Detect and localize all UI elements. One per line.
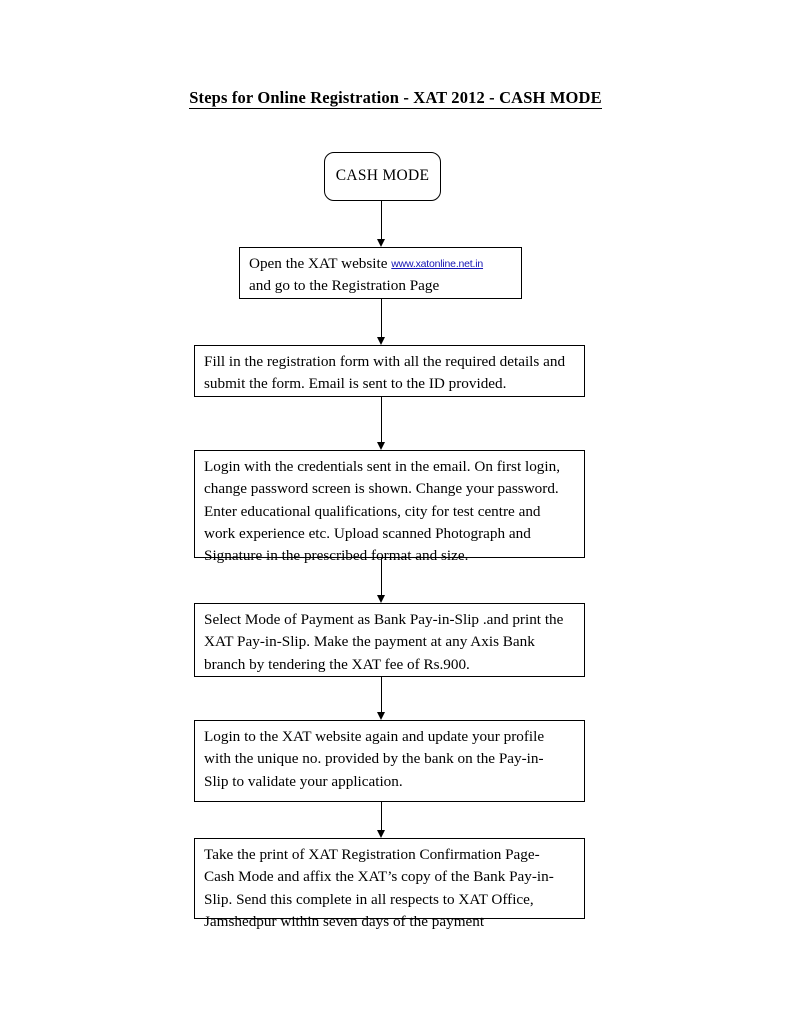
flow-node-fill-form[interactable]: Fill in the registration form with all t… bbox=[194, 345, 585, 397]
arrowhead-down-icon bbox=[377, 442, 385, 450]
arrowhead-down-icon bbox=[377, 830, 385, 838]
flow-node-update-profile-line-2: with the unique no. provided by the bank… bbox=[204, 750, 544, 768]
connector-shaft bbox=[381, 299, 383, 337]
flow-node-login-credentials-line-5: Signature in the prescribed format and s… bbox=[204, 547, 469, 565]
flow-node-login-credentials-line-3: Enter educational qualifications, city f… bbox=[204, 502, 541, 520]
connector-shaft bbox=[381, 397, 383, 442]
flow-node-payment-line-2: XAT Pay-in-Slip. Make the payment at any… bbox=[204, 633, 535, 651]
flow-node-login-credentials-line-1: Login with the credentials sent in the e… bbox=[204, 458, 560, 475]
flow-node-send-print-line-4: Jamshedpur within seven days of the paym… bbox=[204, 913, 485, 931]
connector-shaft bbox=[381, 201, 383, 239]
flow-node-send-print-line-1: Take the print of XAT Registration Confi… bbox=[204, 846, 540, 863]
flow-node-payment-body: Select Mode of Payment as Bank Pay-in-Sl… bbox=[195, 604, 584, 680]
flow-node-payment-line-3: branch by tendering the XAT fee of Rs.90… bbox=[204, 655, 470, 673]
flow-node-login-credentials-body: Login with the credentials sent in the e… bbox=[195, 451, 584, 572]
flow-node-send-print-line-2: Cash Mode and affix the XAT’s copy of th… bbox=[204, 868, 554, 886]
connector-update-profile-to-send-print bbox=[377, 802, 386, 838]
flow-node-payment[interactable]: Select Mode of Payment as Bank Pay-in-Sl… bbox=[194, 603, 585, 677]
flow-node-cash-mode-line-1: CASH MODE bbox=[335, 167, 430, 185]
connector-fill-form-to-login-creds bbox=[377, 397, 386, 450]
arrowhead-down-icon bbox=[377, 712, 385, 720]
arrowhead-down-icon bbox=[377, 337, 385, 345]
flow-node-update-profile-body: Login to the XAT website again and updat… bbox=[195, 721, 584, 797]
flow-node-fill-form-line-1: Fill in the registration form with all t… bbox=[204, 353, 566, 370]
connector-login-creds-to-payment bbox=[377, 558, 386, 603]
page-title: Steps for Online Registration - XAT 2012… bbox=[0, 88, 791, 109]
flow-node-update-profile[interactable]: Login to the XAT website again and updat… bbox=[194, 720, 585, 802]
flow-node-update-profile-line-1: Login to the XAT website again and updat… bbox=[204, 728, 545, 745]
flow-node-send-print-body: Take the print of XAT Registration Confi… bbox=[195, 839, 584, 937]
flow-node-open-site-line-2: and go to the Registration Page bbox=[249, 277, 440, 295]
arrowhead-down-icon bbox=[377, 595, 385, 603]
flow-node-payment-line-1: Select Mode of Payment as Bank Pay-in-Sl… bbox=[204, 611, 564, 628]
flow-node-open-site-line-1: Open the XAT website www.xatonline.net.i… bbox=[249, 253, 512, 275]
connector-cash-mode-to-open-site bbox=[377, 201, 386, 247]
connector-open-site-to-fill-form bbox=[377, 299, 386, 345]
flow-node-fill-form-body: Fill in the registration form with all t… bbox=[195, 346, 584, 400]
flow-node-cash-mode-body: CASH MODE bbox=[336, 165, 430, 188]
flow-node-login-credentials-line-4: work experience etc. Upload scanned Phot… bbox=[204, 525, 531, 543]
flow-node-send-print[interactable]: Take the print of XAT Registration Confi… bbox=[194, 838, 585, 930]
connector-shaft bbox=[381, 677, 383, 712]
flow-node-login-credentials[interactable]: Login with the credentials sent in the e… bbox=[194, 450, 585, 564]
flow-node-open-site-line-1-text: Open the XAT website bbox=[249, 255, 392, 272]
flow-node-login-credentials-line-2: change password screen is shown. Change … bbox=[204, 480, 559, 498]
connector-shaft bbox=[381, 558, 383, 595]
connector-payment-to-update-profile bbox=[377, 677, 386, 720]
flow-node-send-print-line-3: Slip. Send this complete in all respects… bbox=[204, 890, 534, 908]
arrowhead-down-icon bbox=[377, 239, 385, 247]
flow-node-open-site-body: Open the XAT website www.xatonline.net.i… bbox=[240, 248, 521, 302]
connector-shaft bbox=[381, 802, 383, 830]
flow-node-fill-form-line-2: submit the form. Email is sent to the ID… bbox=[204, 375, 507, 393]
flow-node-cash-mode[interactable]: CASH MODE bbox=[324, 152, 441, 201]
xat-website-link[interactable]: www.xatonline.net.in bbox=[391, 258, 484, 270]
page-title-text: Steps for Online Registration - XAT 2012… bbox=[189, 88, 602, 109]
flow-node-open-site[interactable]: Open the XAT website www.xatonline.net.i… bbox=[239, 247, 522, 299]
flow-node-update-profile-line-3: Slip to validate your application. bbox=[204, 772, 403, 790]
